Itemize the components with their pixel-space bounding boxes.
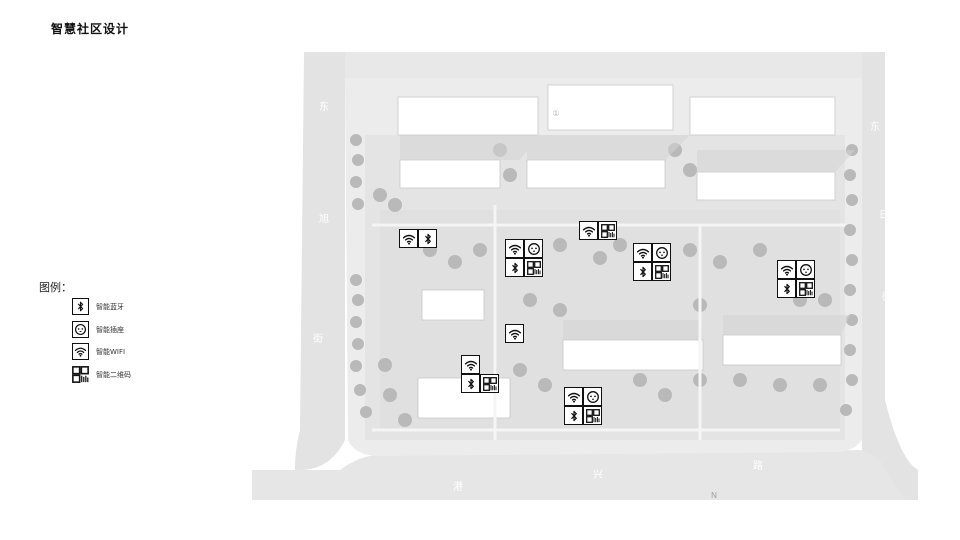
bluetooth-icon (72, 298, 89, 315)
wifi-icon (564, 387, 583, 406)
road-label-west-3: 街 (313, 332, 323, 345)
legend-label: 智能插座 (96, 325, 124, 334)
wifi-icon (72, 343, 89, 360)
socket-icon (524, 239, 543, 258)
qrcode-icon (652, 262, 671, 281)
legend-label: 智能二维码 (96, 370, 131, 379)
bluetooth-icon (418, 229, 437, 248)
qrcode-icon (796, 279, 815, 298)
bluetooth-icon (461, 374, 480, 393)
legend-item-bluetooth: 智能蓝牙 (72, 298, 124, 315)
road-south (252, 450, 905, 500)
wifi-icon (505, 239, 524, 258)
legend-heading: 图例： (39, 281, 72, 294)
gate-mark: ① (552, 109, 559, 118)
road-label-south-1: 港 (453, 481, 463, 493)
qrcode-icon (524, 258, 543, 277)
marker-cluster[interactable] (461, 355, 499, 393)
marker-cluster[interactable] (399, 229, 437, 248)
marker-cluster[interactable] (564, 387, 602, 425)
road-east (861, 52, 918, 500)
qrcode-icon (583, 406, 602, 425)
legend-item-socket: 智能插座 (72, 321, 124, 338)
socket-icon (583, 387, 602, 406)
socket-icon (72, 321, 89, 338)
bluetooth-icon (505, 258, 524, 277)
wifi-icon (505, 324, 524, 343)
road-label-east-1: 东 (870, 120, 880, 133)
marker-cluster[interactable] (777, 260, 815, 298)
road-label-west-1: 东 (319, 100, 329, 113)
marker-spacer (480, 355, 499, 374)
bluetooth-icon (564, 406, 583, 425)
road-label-east-2: 日 (879, 210, 889, 221)
marker-cluster[interactable] (505, 239, 543, 277)
road-label-south-3: 路 (753, 459, 763, 472)
marker-cluster[interactable] (505, 324, 524, 343)
wifi-icon (633, 243, 652, 262)
site-plan-map: 东 旭 街 东 日 街 港 兴 路 N ① (252, 50, 920, 500)
legend-item-qrcode: 智能二维码 (72, 366, 131, 383)
wifi-icon (399, 229, 418, 248)
qrcode-icon (480, 374, 499, 393)
wifi-icon (579, 221, 598, 240)
legend-label: 智能WIFI (96, 347, 126, 356)
marker-cluster[interactable] (633, 243, 671, 281)
road-label-east-3: 街 (882, 290, 892, 303)
wifi-icon (777, 260, 796, 279)
bluetooth-icon (777, 279, 796, 298)
qrcode-icon (598, 221, 617, 240)
bluetooth-icon (633, 262, 652, 281)
north-mark: N (711, 491, 717, 500)
socket-icon (796, 260, 815, 279)
road-north (345, 52, 862, 78)
road-west (252, 52, 345, 500)
qrcode-icon (72, 366, 89, 383)
page-title: 智慧社区设计 (51, 22, 130, 36)
marker-cluster[interactable] (579, 221, 617, 240)
road-label-south-2: 兴 (593, 469, 603, 481)
socket-icon (652, 243, 671, 262)
road-label-west-2: 旭 (319, 213, 329, 225)
legend-item-wifi: 智能WIFI (72, 343, 125, 360)
legend-label: 智能蓝牙 (96, 302, 124, 311)
wifi-icon (461, 355, 480, 374)
